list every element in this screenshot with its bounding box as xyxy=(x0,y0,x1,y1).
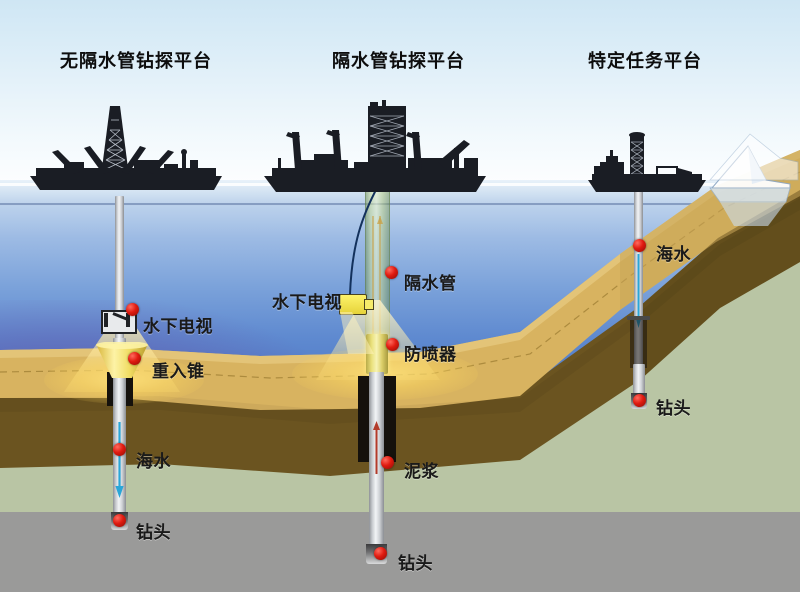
waterline xyxy=(0,203,800,205)
label-mud: 泥浆 xyxy=(404,462,439,482)
camera-umbilical-cable xyxy=(349,186,379,295)
marker-drill-bit-riserless xyxy=(113,514,126,527)
label-underwater-tv-riserless: 水下电视 xyxy=(143,317,213,337)
wellhead-mission xyxy=(627,316,650,320)
mission-vessel xyxy=(588,132,706,192)
label-underwater-tv-riser: 水下电视 xyxy=(272,293,342,313)
drillship-riserless xyxy=(30,106,222,190)
label-drill-bit-riser: 钻头 xyxy=(398,554,433,574)
drill-string-upper-riserless xyxy=(115,196,124,338)
camera-lens-icon xyxy=(364,299,374,310)
marker-underwater-tv-riserless xyxy=(126,303,139,316)
iceberg-reflection-sail xyxy=(709,133,799,181)
marker-riser-pipe xyxy=(385,266,398,279)
label-drill-bit-mission: 钻头 xyxy=(656,399,691,419)
marker-seawater-mission xyxy=(633,239,646,252)
marker-drill-bit-mission xyxy=(633,394,646,407)
borehole-mission xyxy=(630,320,647,368)
underwater-tv-bar-left xyxy=(104,313,108,327)
mud-flow-arrow xyxy=(373,421,380,474)
label-reentry-cone: 重入锥 xyxy=(152,362,205,382)
label-seawater-riserless: 海水 xyxy=(136,452,171,472)
title-mission-platform: 特定任务平台 xyxy=(588,51,702,72)
title-riser-platform: 隔水管钻探平台 xyxy=(332,51,465,72)
marker-mud xyxy=(381,456,394,469)
marker-bop xyxy=(386,338,399,351)
label-riser-pipe: 隔水管 xyxy=(404,274,457,294)
marker-drill-bit-riser xyxy=(374,547,387,560)
marker-reentry-cone xyxy=(128,352,141,365)
label-seawater-mission: 海水 xyxy=(656,245,691,265)
drillship-riser xyxy=(264,100,486,192)
marker-seawater-riserless xyxy=(113,443,126,456)
camera-light-beam xyxy=(340,312,374,354)
label-bop: 防喷器 xyxy=(404,345,457,365)
reentry-cone-riserless xyxy=(96,342,148,378)
seawater-flow-arrow-riserless xyxy=(115,422,124,498)
label-drill-bit-riserless: 钻头 xyxy=(136,523,171,543)
blowout-preventer xyxy=(366,334,388,374)
underwater-tv-bar-right xyxy=(126,313,130,327)
title-riserless-platform: 无隔水管钻探平台 xyxy=(60,51,212,72)
